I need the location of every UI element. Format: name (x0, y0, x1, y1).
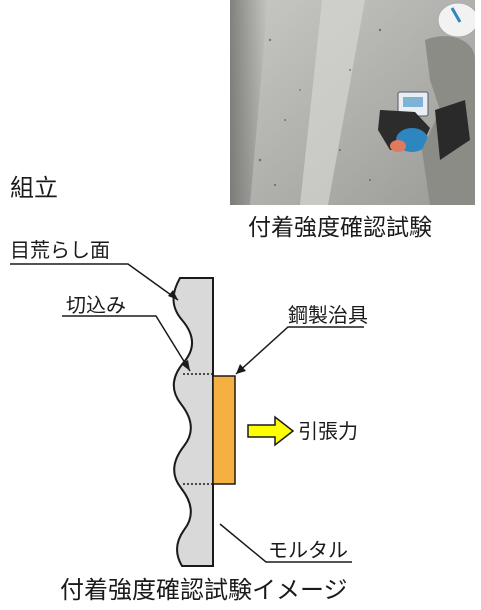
tensile-arrow (247, 415, 295, 447)
cut-in-label: 切込み (66, 293, 126, 317)
photo-caption: 付着強度確認試験 (248, 215, 432, 241)
assembly-label: 組立 (10, 174, 58, 202)
steel-jig (212, 375, 236, 485)
steel-jig-label: 鋼製治具 (288, 303, 368, 327)
wall-shadow (230, 0, 268, 205)
mortar-leader (219, 523, 352, 563)
concrete-pores (258, 28, 382, 187)
cut-in-leader (62, 315, 191, 372)
helmet (437, 2, 475, 38)
worker-harness (435, 100, 470, 160)
cut-in-arrowhead (181, 360, 190, 371)
rough-surface-arrowhead (168, 290, 178, 300)
gauge-display (403, 97, 423, 107)
mortar-label: モルタル (268, 538, 348, 562)
hand (390, 140, 406, 152)
rough-surface-leader (10, 263, 179, 301)
mortar-layer (172, 277, 214, 567)
test-photo (230, 0, 475, 205)
steel-jig-arrowhead (236, 364, 246, 374)
wall-edge (300, 0, 365, 205)
steel-jig-leader (235, 326, 364, 375)
rough-surface-label: 目荒らし面 (10, 238, 110, 262)
helmet-stripe (450, 7, 462, 23)
diagram-caption: 付着強度確認試験イメージ (60, 576, 348, 604)
tensile-force-label: 引張力 (298, 419, 358, 443)
